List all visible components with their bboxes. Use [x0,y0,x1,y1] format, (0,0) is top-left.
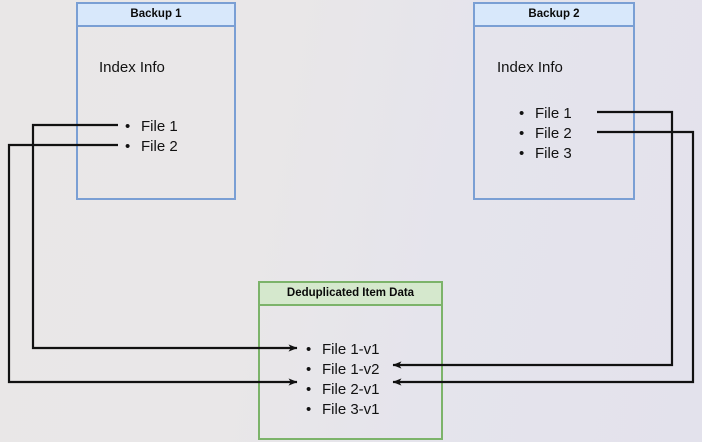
node-backup-2-title: Backup 2 [475,4,633,27]
node-backup-1[interactable]: Backup 1 Index Info File 1 File 2 [76,2,236,200]
node-deduplicated-item-data-list: File 1-v1 File 1-v2 File 2-v1 File 3-v1 [306,340,380,420]
node-backup-1-body: Index Info File 1 File 2 [78,27,234,198]
list-item: File 2-v1 [306,380,380,400]
list-item: File 1-v2 [306,360,380,380]
node-backup-2-subtitle: Index Info [497,59,563,76]
node-backup-1-file-list: File 1 File 2 [125,117,178,157]
node-deduplicated-item-data-body: File 1-v1 File 1-v2 File 2-v1 File 3-v1 [260,306,441,438]
list-item: File 2 [125,137,178,157]
list-item: File 3 [519,144,572,164]
node-backup-1-title: Backup 1 [78,4,234,27]
list-item: File 1 [519,104,572,124]
node-backup-2-body: Index Info File 1 File 2 File 3 [475,27,633,198]
list-item: File 2 [519,124,572,144]
list-item: File 3-v1 [306,400,380,420]
list-item: File 1 [125,117,178,137]
node-backup-2-file-list: File 1 File 2 File 3 [519,104,572,164]
node-deduplicated-item-data[interactable]: Deduplicated Item Data File 1-v1 File 1-… [258,281,443,440]
list-item: File 1-v1 [306,340,380,360]
node-backup-2[interactable]: Backup 2 Index Info File 1 File 2 File 3 [473,2,635,200]
node-deduplicated-item-data-title: Deduplicated Item Data [260,283,441,306]
node-backup-1-subtitle: Index Info [99,59,165,76]
